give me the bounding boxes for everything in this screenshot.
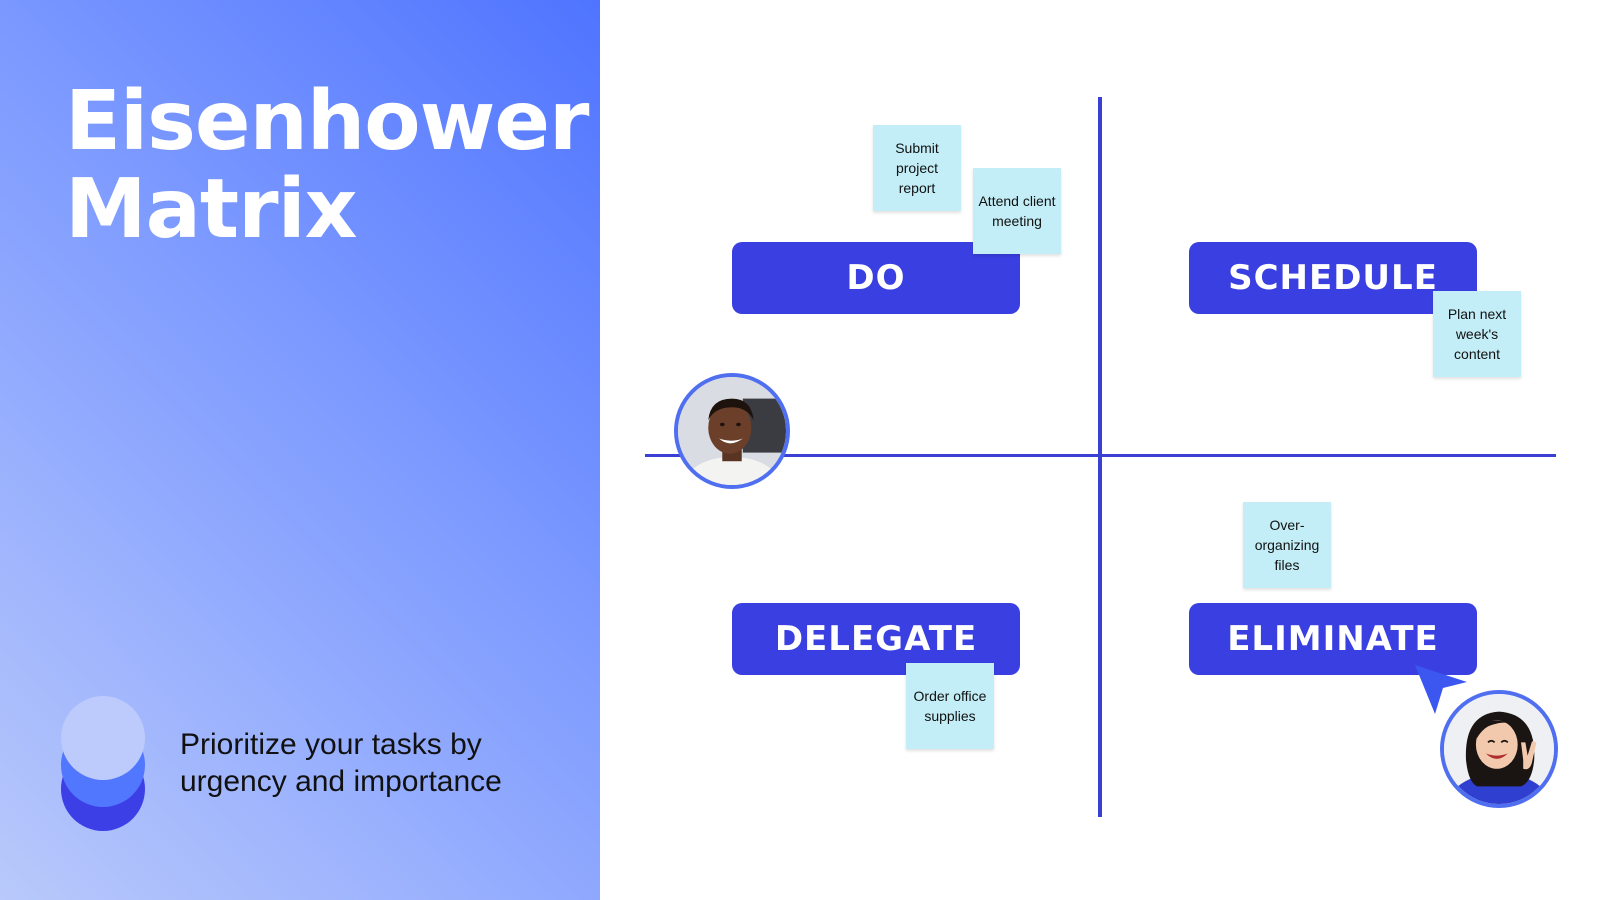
avatar-collaborator-1[interactable] xyxy=(674,373,790,489)
intro-panel: Eisenhower Matrix Prioritize your tasks … xyxy=(0,0,600,900)
sticky-note-over-organizing[interactable]: Over-organizing files xyxy=(1243,502,1331,588)
title-line-2: Matrix xyxy=(65,162,358,257)
horizontal-axis xyxy=(645,454,1556,457)
quadrant-eliminate-label: ELIMINATE xyxy=(1189,603,1477,675)
sticky-note-plan-content[interactable]: Plan next week's content xyxy=(1433,291,1521,377)
pointer-arrow-icon xyxy=(1415,665,1467,714)
quadrant-do-label: DO xyxy=(732,242,1020,314)
sticky-note-attend-meeting[interactable]: Attend client meeting xyxy=(973,168,1061,254)
sticky-note-order-supplies[interactable]: Order office supplies xyxy=(906,663,994,749)
stacked-circles-icon xyxy=(61,696,145,831)
title-line-1: Eisenhower xyxy=(65,74,589,169)
sticky-note-submit-report[interactable]: Submit project report xyxy=(873,125,961,211)
avatar-woman-icon xyxy=(1444,694,1554,804)
subtitle-line-2: urgency and importance xyxy=(180,765,502,798)
quadrant-schedule-label: SCHEDULE xyxy=(1189,242,1477,314)
avatar-collaborator-2[interactable] xyxy=(1440,690,1558,808)
subtitle-line-1: Prioritize your tasks by xyxy=(180,728,482,761)
page-title: Eisenhower Matrix xyxy=(65,74,589,257)
subtitle: Prioritize your tasks by urgency and imp… xyxy=(180,726,560,800)
circle-light xyxy=(61,696,145,780)
avatar-man-icon xyxy=(678,377,786,485)
vertical-axis xyxy=(1098,97,1102,817)
